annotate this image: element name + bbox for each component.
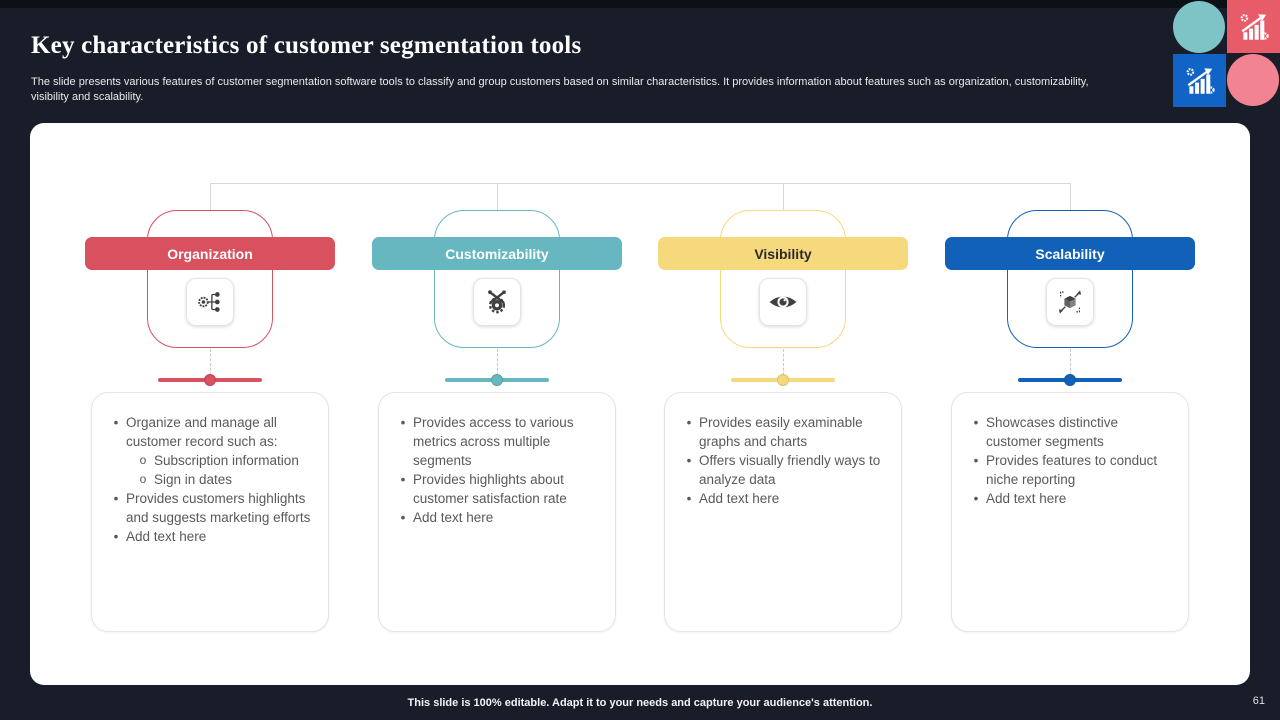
slide-subtitle: The slide presents various features of c… <box>31 76 1089 103</box>
feature-text-card: •Showcases distinctive customer segments… <box>951 392 1189 632</box>
divider-dot <box>777 374 789 386</box>
growth-chart-icon <box>1173 54 1226 107</box>
pink-circle-decoration <box>1227 54 1279 106</box>
hierarchy-icon <box>186 278 234 326</box>
bullet-item: •Provides highlights about customer sati… <box>400 472 567 506</box>
eye-icon <box>759 278 807 326</box>
top-accent-strip <box>0 0 1280 8</box>
divider-dot <box>204 374 216 386</box>
scale-cube-icon <box>1046 278 1094 326</box>
feature-text-card: •Organize and manage all customer record… <box>91 392 329 632</box>
bullet-item: •Showcases distinctive customer segments <box>973 415 1119 449</box>
divider-dot <box>1064 374 1076 386</box>
column-scalability: Scalability •Showcases distinctive custo… <box>945 210 1195 650</box>
bullet-item: •Add text here <box>973 491 1067 506</box>
column-organization: Organization •Organize and manage all cu… <box>85 210 335 650</box>
connector-line <box>497 183 498 210</box>
bullet-item: •Provides easily examinable graphs and c… <box>686 415 863 449</box>
slide-content-panel: Organization •Organize and manage all cu… <box>30 123 1250 685</box>
gear-tools-icon <box>473 278 521 326</box>
column-title-chip: Organization <box>85 237 335 270</box>
corner-decoration <box>1173 0 1280 107</box>
dashed-connector <box>497 349 498 380</box>
bullet-item: •Organize and manage all customer record… <box>113 415 278 449</box>
growth-chart-icon <box>1227 0 1280 53</box>
page-title: Key characteristics of customer segmenta… <box>31 32 582 59</box>
connector-line <box>210 183 211 210</box>
column-title-chip: Visibility <box>658 237 908 270</box>
column-title-chip: Customizability <box>372 237 622 270</box>
feature-text-card: •Provides access to various metrics acro… <box>378 392 616 632</box>
connector-line <box>210 183 1070 184</box>
dashed-connector <box>210 349 211 380</box>
bullet-item: •Add text here <box>686 491 780 506</box>
column-customizability: Customizability •Provides access to vari… <box>372 210 622 650</box>
footer-bar: This slide is 100% editable. Adapt it to… <box>0 686 1280 720</box>
bullet-item: •Add text here <box>113 529 207 544</box>
dashed-connector <box>1070 349 1071 380</box>
column-visibility: Visibility •Provides easily examinable g… <box>658 210 908 650</box>
connector-line <box>783 183 784 210</box>
divider-dot <box>491 374 503 386</box>
bullet-item: •Provides features to conduct niche repo… <box>973 453 1158 487</box>
bullet-item: •Provides customers highlights and sugge… <box>113 491 311 525</box>
bullet-item: •Offers visually friendly ways to analyz… <box>686 453 881 487</box>
page-number: 61 <box>1252 695 1265 707</box>
footer-note: This slide is 100% editable. Adapt it to… <box>407 697 873 709</box>
feature-text-card: •Provides easily examinable graphs and c… <box>664 392 902 632</box>
teal-circle-decoration <box>1173 1 1225 53</box>
connector-line <box>1070 183 1071 210</box>
bullet-item: •Provides access to various metrics acro… <box>400 415 574 468</box>
dashed-connector <box>783 349 784 380</box>
column-title-chip: Scalability <box>945 237 1195 270</box>
bullet-item: •Add text here <box>400 510 494 525</box>
